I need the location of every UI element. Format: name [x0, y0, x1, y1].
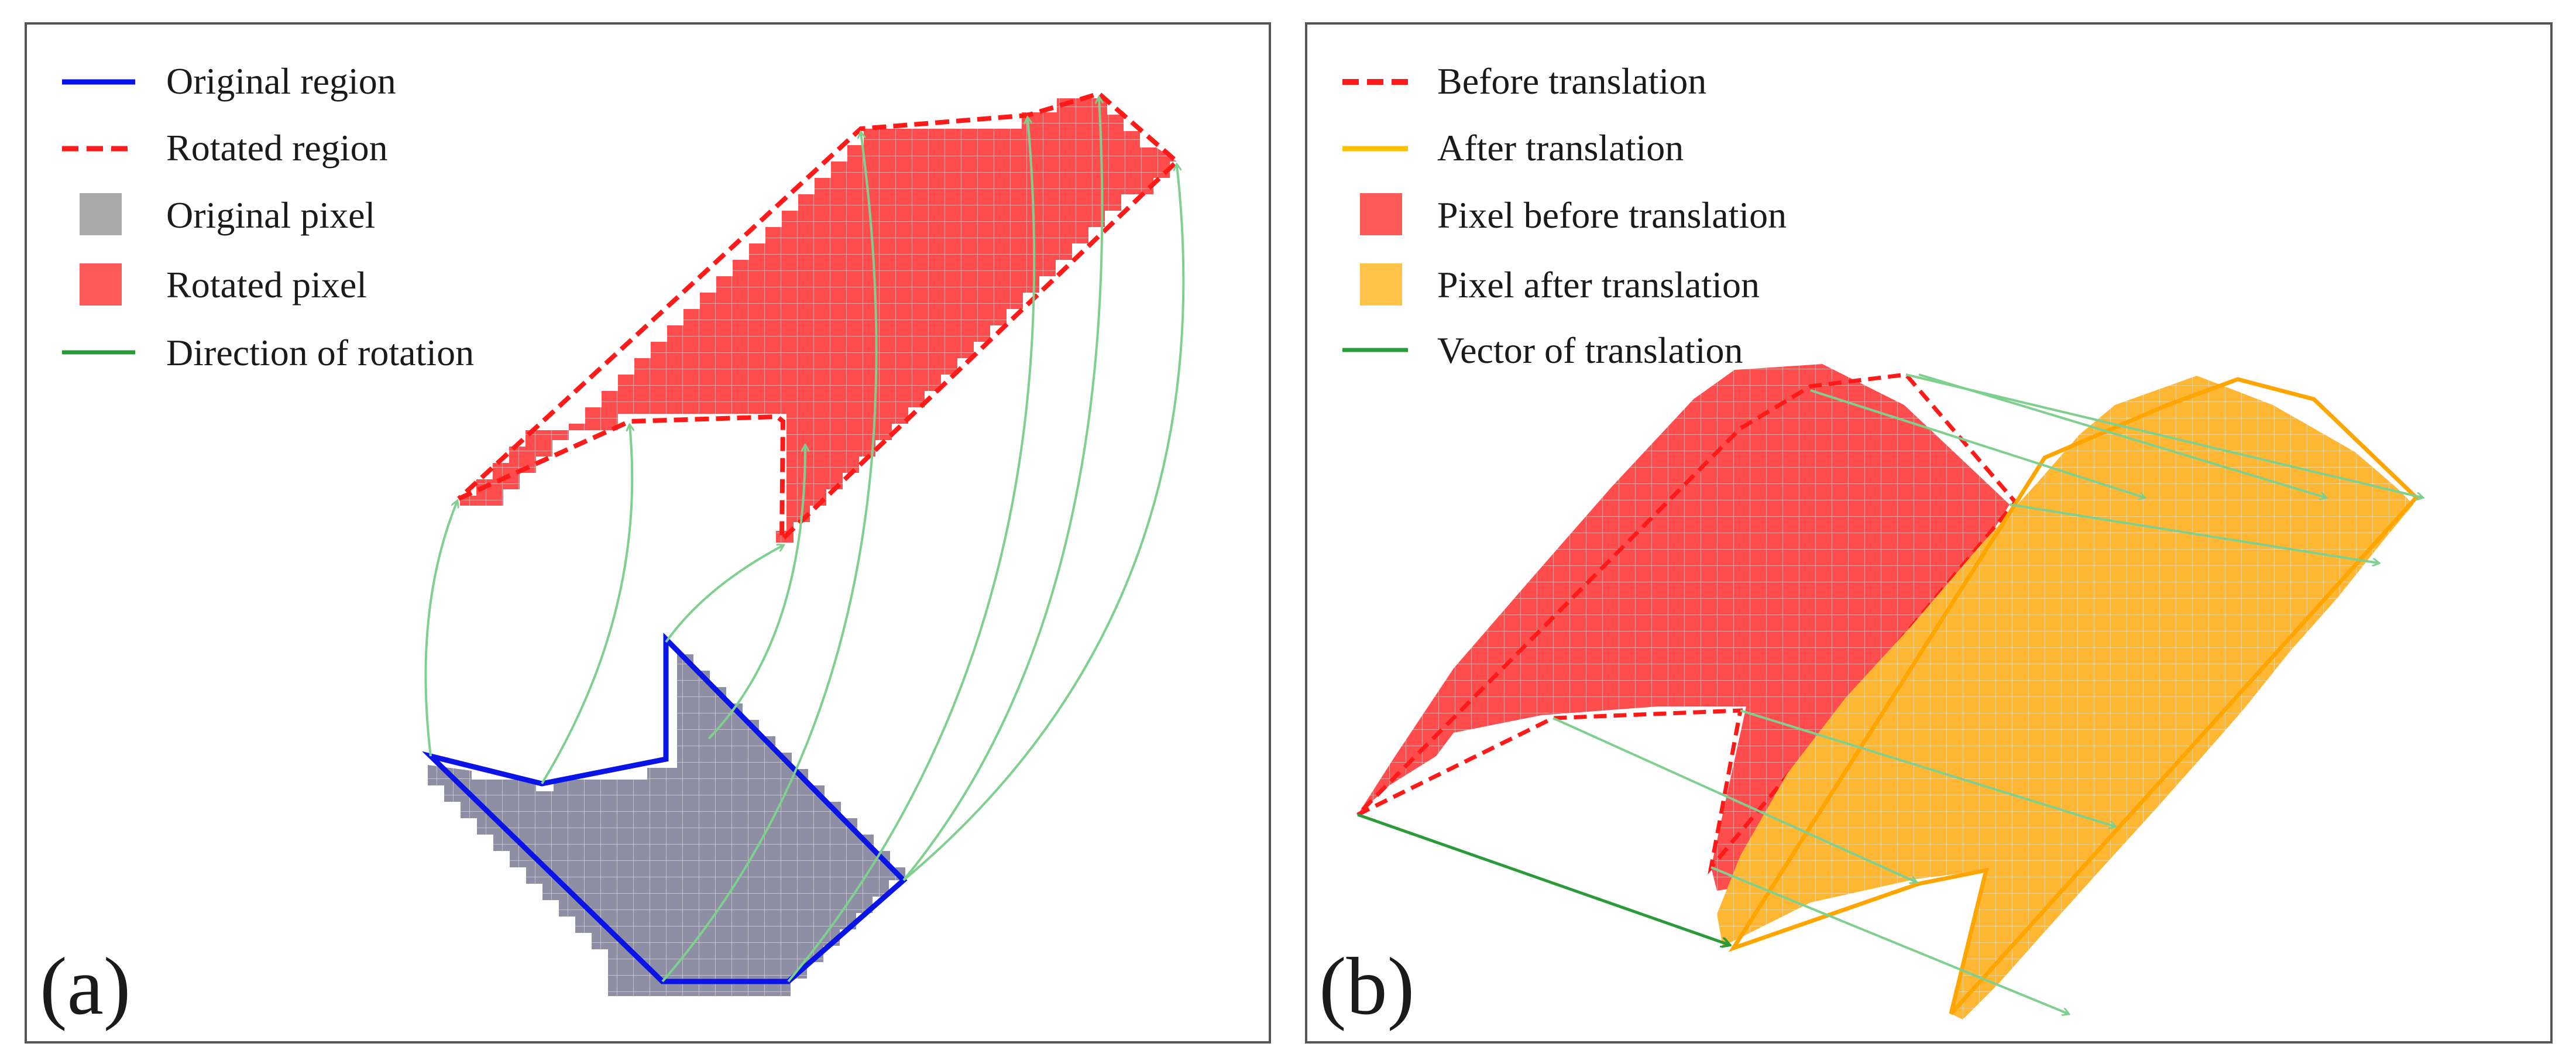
translation-vector	[1357, 813, 1729, 945]
rotated-region-outline	[457, 91, 1180, 545]
legend-original-pixel-swatch	[80, 193, 122, 235]
rotation-arrow-1	[424, 502, 457, 757]
legend-pixel-after-label: Pixel after translation	[1437, 264, 1760, 306]
panel-b-diagram: Before translation After translation Pix…	[1319, 60, 2555, 1032]
rotation-arrow-3	[665, 545, 783, 643]
original-pixel-grid	[428, 654, 905, 996]
panel-a-diagram: Original region Rotated region Original …	[40, 60, 1185, 1032]
translation-arrow-1	[1810, 389, 2144, 497]
legend-vector-label: Vector of translation	[1437, 330, 1743, 371]
rotation-arrow-8	[902, 165, 1185, 881]
after-pixel-grid	[1717, 376, 2413, 1020]
rotated-region	[457, 91, 1180, 545]
panel-b-translation: Before translation After translation Pix…	[1305, 22, 2553, 1044]
rotation-arrow-4	[707, 446, 805, 740]
translation-arrow-5	[1740, 709, 2115, 826]
translation-arrow-2	[1918, 373, 2326, 497]
legend-original-region-label: Original region	[166, 60, 396, 102]
translation-arrow-3	[2009, 503, 2378, 563]
rotation-arrow-2	[541, 425, 632, 785]
translation-arrow-4	[1553, 717, 1916, 882]
legend-pixel-before-label: Pixel before translation	[1437, 194, 1787, 236]
legend-b: Before translation After translation Pix…	[1342, 60, 1787, 371]
rotation-arrows	[424, 98, 1185, 983]
rotation-arrow-5	[661, 133, 878, 983]
before-pixel-grid	[1358, 364, 2010, 891]
translation-arrows	[1553, 373, 2422, 1014]
rotation-arrow-7	[902, 98, 1102, 881]
legend-before-translation-label: Before translation	[1437, 60, 1706, 102]
legend-rotated-region-label: Rotated region	[166, 127, 388, 169]
rotation-arrow-6	[787, 118, 1036, 983]
legend-direction-label: Direction of rotation	[166, 332, 474, 373]
legend-a: Original region Rotated region Original …	[62, 60, 474, 373]
rotated-pixel-grid	[460, 98, 1177, 543]
panel-a-rotation: Original region Rotated region Original …	[25, 22, 1271, 1044]
legend-after-translation-label: After translation	[1437, 127, 1684, 169]
panel-a-label: (a)	[40, 941, 130, 1032]
legend-original-pixel-label: Original pixel	[166, 194, 375, 236]
legend-rotated-pixel-swatch	[80, 263, 122, 306]
legend-pixel-before-swatch	[1360, 193, 1402, 235]
legend-pixel-after-swatch	[1360, 263, 1402, 306]
legend-rotated-pixel-label: Rotated pixel	[166, 264, 367, 306]
translation-arrow-6	[1711, 866, 2068, 1014]
panel-b-label: (b)	[1319, 941, 1414, 1032]
original-region-outline	[421, 633, 908, 984]
original-region	[421, 633, 908, 996]
translation-arrow-7	[1905, 373, 2422, 497]
